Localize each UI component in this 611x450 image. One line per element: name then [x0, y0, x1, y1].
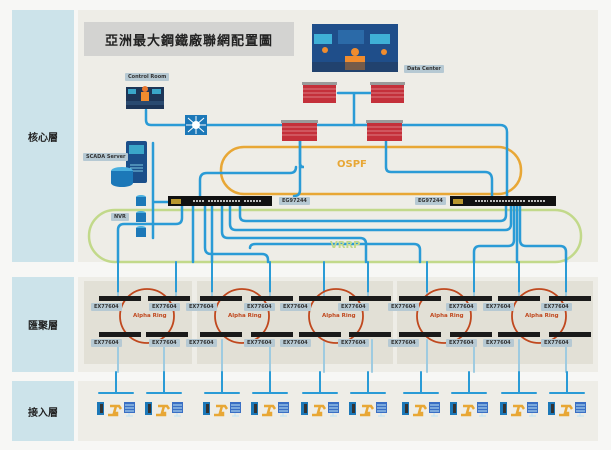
core-switch-left-label: EG97244: [279, 197, 310, 205]
agg-switch-label: EX77604: [186, 339, 217, 347]
robot-arm-icon: [262, 404, 277, 417]
core-switch-right-label: EG97244: [415, 197, 446, 205]
agg-switch-label: EX77604: [91, 303, 122, 311]
alpha-ring-3: [308, 288, 364, 344]
alpha-ring-label: Alpha Ring: [133, 313, 167, 319]
control-room-icon: [126, 86, 164, 109]
firewall-core-left: [281, 120, 318, 141]
access-device-group: [97, 402, 135, 417]
access-device-group: [349, 402, 387, 417]
robot-arm-icon: [214, 404, 229, 417]
agg-switch-label: EX77604: [280, 303, 311, 311]
access-device-group: [450, 402, 488, 417]
alpha-ring-label: Alpha Ring: [228, 313, 262, 319]
alpha-ring-1: [119, 288, 175, 344]
agg-switch-label: EX77604: [149, 339, 180, 347]
alpha-ring-label: Alpha Ring: [430, 313, 464, 319]
agg-switch-label: EX77604: [388, 339, 419, 347]
alpha-ring-label: Alpha Ring: [322, 313, 356, 319]
robot-arm-icon: [360, 404, 375, 417]
alpha-ring-4: [416, 288, 472, 344]
access-device-group: [500, 402, 538, 417]
robot-arm-icon: [413, 404, 428, 417]
link-lines: [116, 91, 568, 264]
alpha-ring-2: [214, 288, 270, 344]
robot-arm-icon: [108, 404, 123, 417]
hub-switch-icon: [185, 115, 207, 135]
robot-arm-icon: [511, 404, 526, 417]
layer-core-text: 核心層: [28, 132, 58, 144]
layer-label-core: 核心層: [12, 10, 74, 262]
scada-server-label: SCADA Server: [83, 153, 129, 161]
nvr-icon: [136, 195, 146, 237]
access-device-group: [301, 402, 339, 417]
core-switch-right-icon: [450, 196, 556, 206]
ring-group-3: [397, 281, 593, 364]
agg-switch-label: EX77604: [541, 303, 572, 311]
robot-arm-icon: [312, 404, 327, 417]
vrrp-loop: [87, 208, 583, 264]
agg-switch-label: EX77604: [186, 303, 217, 311]
firewall-core-right: [366, 120, 403, 141]
agg-switch-label: EX77604: [483, 303, 514, 311]
robot-arm-icon: [559, 404, 574, 417]
layer-aggregation-text: 匯聚層: [28, 321, 58, 332]
access-device-group: [548, 402, 586, 417]
agg-switch-icons: [99, 296, 591, 337]
agg-switch-label: EX77604: [338, 339, 369, 347]
access-device-group: [145, 402, 183, 417]
ring-group-2: [197, 281, 393, 364]
alpha-rings: [119, 288, 567, 344]
access-device-group: [203, 402, 241, 417]
agg-switch-label: EX77604: [541, 339, 572, 347]
agg-switch-label: EX77604: [338, 303, 369, 311]
agg-switch-label: EX77604: [446, 339, 477, 347]
layer-label-access: 接入層: [12, 381, 74, 441]
agg-switch-label: EX77604: [149, 303, 180, 311]
access-device-group: [402, 402, 440, 417]
ospf-loop: [219, 145, 523, 196]
robot-arm-icon: [461, 404, 476, 417]
agg-switch-label: EX77604: [280, 339, 311, 347]
layer-access-text: 接入層: [28, 407, 58, 419]
agg-uplinks: [117, 261, 567, 294]
core-switch-left-icon: [168, 196, 272, 206]
alpha-ring-5: [511, 288, 567, 344]
agg-switch-label: EX77604: [483, 339, 514, 347]
agg-switch-label: EX77604: [244, 339, 275, 347]
agg-switch-label: EX77604: [446, 303, 477, 311]
firewall-dc-left: [302, 82, 337, 103]
robot-arm-icon: [156, 404, 171, 417]
diagram-title: 亞洲最大鋼鐵廠聯網配置圖: [84, 22, 294, 56]
agg-switch-label: EX77604: [388, 303, 419, 311]
layer-label-aggregation: 匯聚層: [12, 277, 74, 372]
agg-switch-label: EX77604: [244, 303, 275, 311]
access-device-group: [251, 402, 289, 417]
firewall-icons: [281, 82, 405, 141]
ospf-label: OSPF: [337, 159, 367, 170]
access-links: [98, 371, 585, 394]
vrrp-label: VRRP: [330, 240, 361, 251]
firewall-dc-right: [370, 82, 405, 103]
nvr-label: NVR: [111, 213, 129, 221]
control-room-label: Control Room: [125, 73, 170, 81]
agg-switch-label: EX77604: [91, 339, 122, 347]
access-device-groups: [97, 402, 586, 417]
alpha-ring-label: Alpha Ring: [525, 313, 559, 319]
scada-server-icon: [111, 141, 147, 187]
data-center-image: [312, 24, 398, 72]
data-center-label: Data Center: [404, 65, 444, 73]
